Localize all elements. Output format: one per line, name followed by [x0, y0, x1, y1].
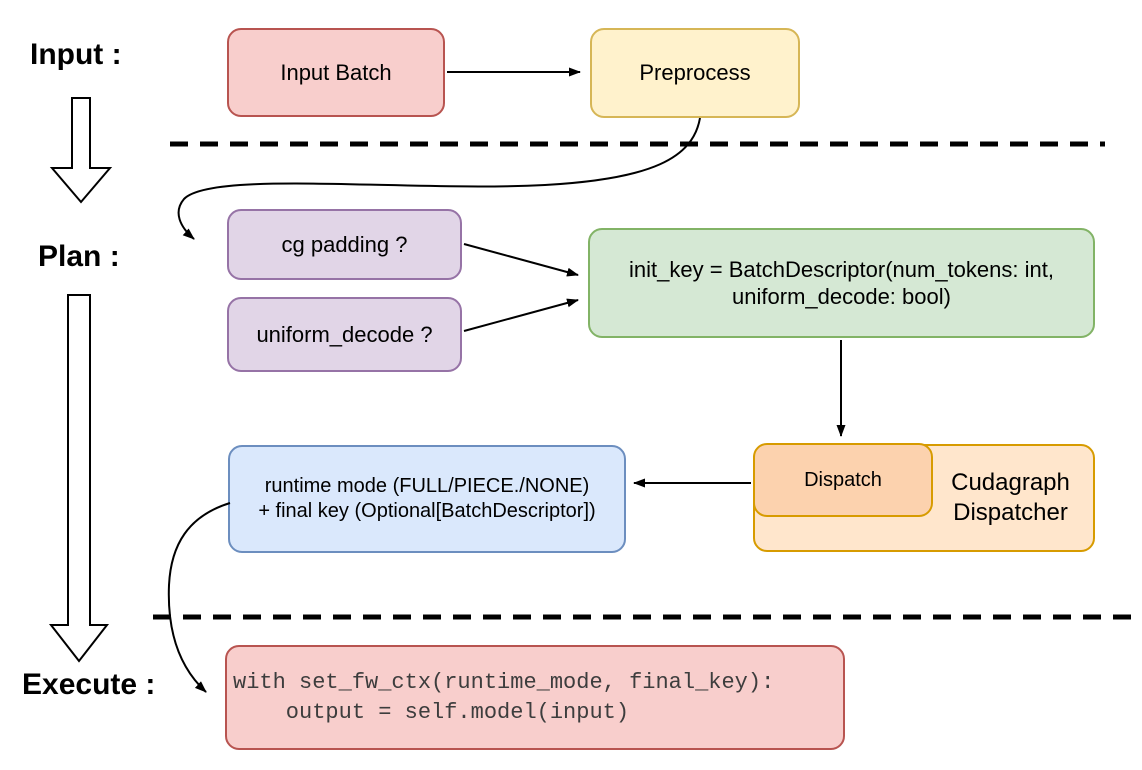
- init-key-line2: uniform_decode: bool): [732, 284, 951, 309]
- dispatch-label: Dispatch: [804, 468, 882, 491]
- preprocess-label: Preprocess: [639, 60, 751, 86]
- execute-code-line2: output = self.model(input): [233, 699, 630, 725]
- dispatch-node: Dispatch: [753, 443, 933, 517]
- cudagraph-dispatcher-line2: Dispatcher: [953, 499, 1068, 526]
- cg-padding-label: cg padding ?: [281, 231, 408, 257]
- plan-to-execute-block-arrow: [48, 294, 110, 663]
- init-key-line1: init_key = BatchDescriptor(num_tokens: i…: [629, 256, 1054, 282]
- input-batch-label: Input Batch: [280, 59, 392, 85]
- init-key-node: init_key = BatchDescriptor(num_tokens: i…: [588, 228, 1095, 338]
- input-stage-label: Input :: [30, 38, 122, 71]
- uniform-decode-label: uniform_decode ?: [256, 321, 433, 347]
- execute-code-line1: with set_fw_ctx(runtime_mode, final_key)…: [233, 669, 775, 695]
- runtime-mode-line2: + final key (Optional[BatchDescriptor]): [258, 500, 596, 522]
- execute-code-node: with set_fw_ctx(runtime_mode, final_key)…: [225, 645, 845, 750]
- cudagraph-dispatcher-label: Cudagraph Dispatcher: [928, 446, 1093, 550]
- cg-padding-node: cg padding ?: [227, 209, 462, 280]
- preprocess-node: Preprocess: [590, 28, 800, 118]
- cudagraph-dispatcher-line1: Cudagraph: [951, 469, 1070, 496]
- runtime-mode-node: runtime mode (FULL/PIECE./NONE) + final …: [228, 445, 626, 553]
- edge-runtimemode-executecode: [167, 502, 231, 693]
- edge-uniformdecode-initkey: [463, 298, 579, 332]
- input-batch-node: Input Batch: [227, 28, 445, 117]
- uniform-decode-node: uniform_decode ?: [227, 297, 462, 372]
- execute-stage-label: Execute :: [22, 668, 156, 701]
- input-to-plan-block-arrow: [49, 97, 113, 204]
- edge-cgpadding-initkey: [463, 243, 579, 277]
- runtime-mode-line1: runtime mode (FULL/PIECE./NONE): [264, 475, 590, 497]
- plan-stage-label: Plan :: [38, 240, 120, 273]
